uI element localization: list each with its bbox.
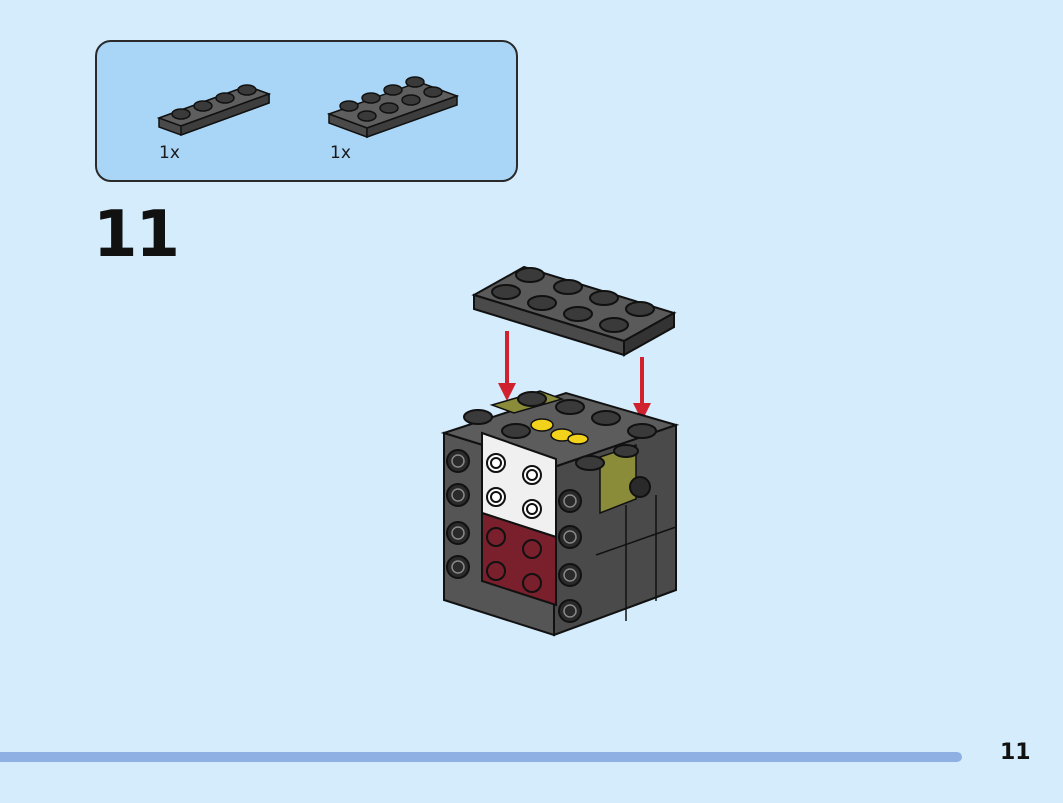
step-model-illustration: [430, 255, 690, 649]
plate-1x4-icon: [157, 72, 277, 142]
parts-callout: 1x 1x: [95, 40, 518, 182]
plate-2x4-icon: [327, 62, 467, 142]
step-number: 11: [93, 198, 180, 272]
falling-plate-icon: [471, 265, 677, 357]
plate-2x4-quantity: 1x: [330, 143, 351, 163]
placement-arrow-icon: [498, 331, 651, 421]
plate-1x4-quantity: 1x: [159, 143, 180, 163]
page-number: 11: [1000, 740, 1031, 765]
footer-bar: [0, 752, 962, 762]
